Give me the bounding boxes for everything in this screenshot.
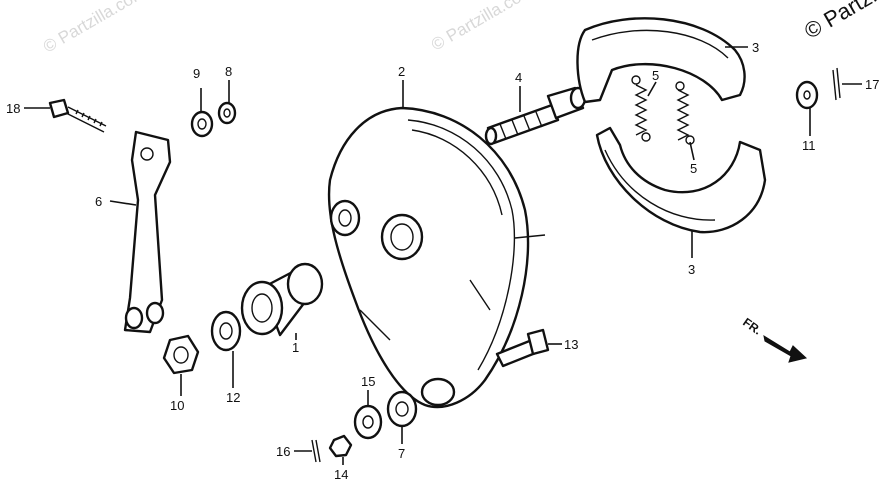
shoe-spring-right (675, 81, 695, 145)
brake-shoe-upper (576, 17, 746, 104)
callout-1: 1 (292, 340, 299, 355)
cotter-pin-17 (832, 67, 841, 101)
brake-cam (484, 86, 587, 146)
callout-3: 3 (752, 40, 759, 55)
callout-14: 14 (334, 467, 348, 482)
callout-5: 5 (652, 68, 659, 83)
washer-15 (353, 404, 383, 440)
direction-label: FR. (740, 315, 764, 338)
callout-9: 9 (193, 66, 200, 81)
callout-numbers: 1 2 3 3 4 5 5 6 7 8 9 10 11 12 13 14 15 … (6, 40, 879, 482)
callout-10: 10 (170, 398, 184, 413)
callout-12: 12 (226, 390, 240, 405)
callout-15: 15 (361, 374, 375, 389)
arm-bolt (48, 98, 107, 133)
callout-13: 13 (564, 337, 578, 352)
nut-10 (162, 334, 200, 375)
cotter-pin-16 (311, 439, 321, 463)
callout-16: 16 (276, 444, 290, 459)
leader-lines (24, 46, 862, 465)
nut-14 (328, 434, 353, 458)
nut-8 (217, 101, 237, 125)
callout-2: 2 (398, 64, 405, 79)
brake-panel (327, 106, 546, 409)
pin-13 (495, 328, 550, 368)
nut-7 (386, 390, 418, 428)
callout-8: 8 (225, 64, 232, 79)
washer-9 (190, 110, 214, 138)
callout-7: 7 (398, 446, 405, 461)
callout-3: 3 (688, 262, 695, 277)
callout-17: 17 (865, 77, 879, 92)
washer-12 (210, 310, 242, 352)
collar (240, 262, 324, 337)
callout-18: 18 (6, 101, 20, 116)
arrow-icon (763, 334, 808, 363)
brake-arm (123, 130, 172, 334)
shoe-spring-left (631, 75, 651, 142)
front-direction-indicator: FR. (740, 315, 808, 363)
callout-11: 11 (802, 138, 816, 153)
brake-shoe-lower (595, 126, 767, 234)
washer-11 (795, 80, 819, 110)
callout-4: 4 (515, 70, 522, 85)
callout-6: 6 (95, 194, 102, 209)
callout-5: 5 (690, 161, 697, 176)
